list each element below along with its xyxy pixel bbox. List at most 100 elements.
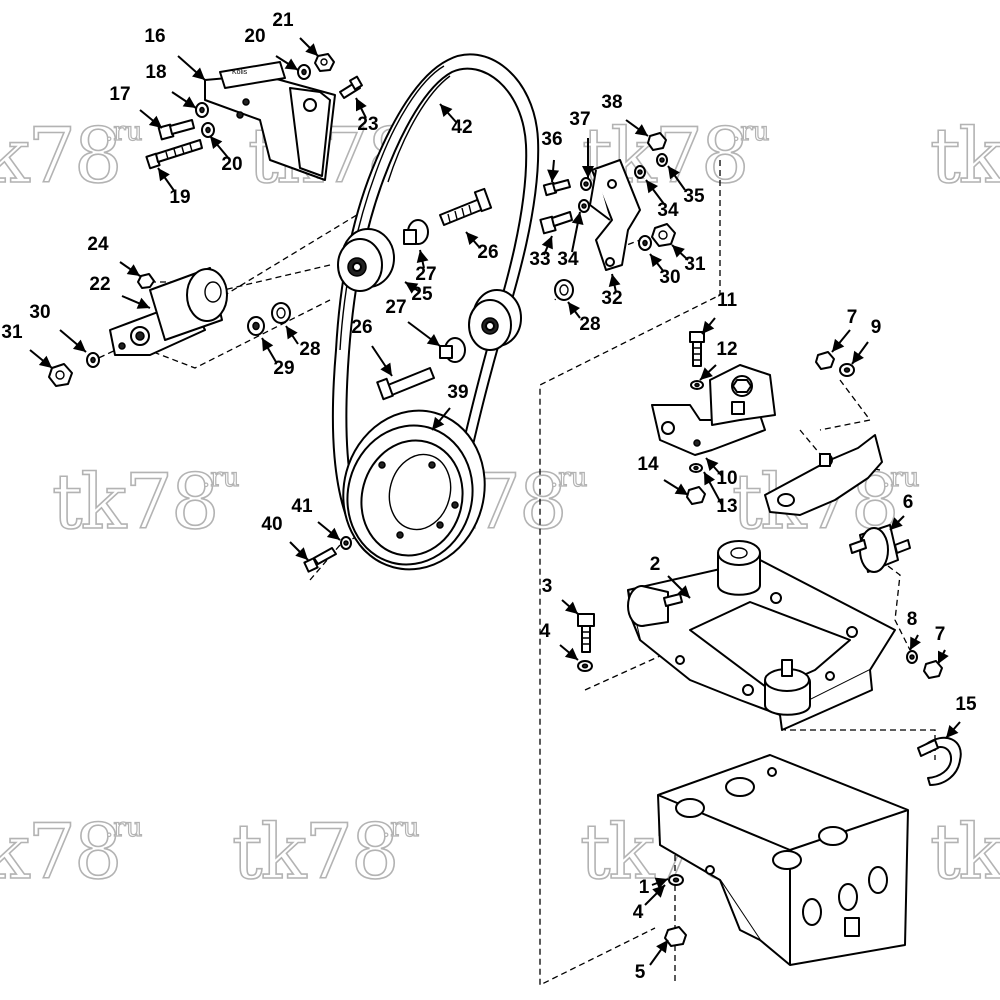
callout-arrowhead <box>571 212 584 225</box>
callout-number: 26 <box>351 317 372 338</box>
callout-number: 28 <box>299 339 320 360</box>
callout-number: 42 <box>451 117 472 138</box>
callout-number: 33 <box>529 249 550 270</box>
nut-7-upper <box>815 351 835 370</box>
callout: 35 <box>667 165 705 207</box>
callout-arrowhead <box>38 355 52 368</box>
callout: 11 <box>701 290 737 335</box>
callout-number: 4 <box>633 902 644 923</box>
callout-number: 1 <box>639 877 650 898</box>
nut-7-lower <box>923 660 943 679</box>
callout: 37 <box>569 109 594 178</box>
tensioner-bracket <box>589 159 641 271</box>
callout-layer: 1234456778910111213141516171819202021222… <box>1 10 977 983</box>
bolt-36 <box>542 179 571 197</box>
callout-arrowhead <box>148 115 162 128</box>
callout-arrowhead <box>672 245 685 258</box>
callout-number: 10 <box>716 468 737 489</box>
callout-arrowhead <box>946 725 959 738</box>
washer-12 <box>690 380 704 390</box>
washer-18 <box>195 102 209 118</box>
bushing-28-left <box>271 302 291 324</box>
callout-number: 9 <box>871 317 882 338</box>
callout-number: 30 <box>29 302 50 323</box>
callout-arrowhead <box>654 877 668 889</box>
callout-arrowhead <box>568 302 580 316</box>
side-mount-bracket <box>764 434 883 516</box>
callout: 36 <box>541 129 563 183</box>
bolt-19 <box>145 139 203 170</box>
callout-number: 35 <box>683 186 705 207</box>
callout-arrowhead <box>582 166 594 178</box>
callout: 4 <box>540 621 579 661</box>
callout-arrowhead <box>547 169 560 182</box>
bolt-3 <box>577 613 595 653</box>
callout-arrowhead <box>608 274 621 288</box>
washer-30-right <box>638 235 652 251</box>
callout-arrowhead <box>634 124 648 136</box>
callout-arrowhead <box>262 338 274 352</box>
callout-number: 34 <box>657 200 679 221</box>
callout: 31 <box>671 244 706 275</box>
callout-arrowhead <box>564 647 578 660</box>
callout-arrowhead <box>426 334 440 346</box>
callout-arrowhead <box>938 650 949 664</box>
callout-number: 20 <box>244 26 265 47</box>
bolt-33 <box>539 211 573 235</box>
nut-31-right <box>651 223 676 247</box>
callout-number: 29 <box>273 358 294 379</box>
callout-arrowhead <box>356 98 367 112</box>
bushing-28-right <box>554 279 574 301</box>
washer-34-right <box>634 165 646 179</box>
callout-number: 31 <box>684 254 706 275</box>
callout: 40 <box>261 514 309 561</box>
bolt-11 <box>689 331 705 367</box>
callout-arrowhead <box>286 326 298 340</box>
washer-29 <box>247 316 265 336</box>
base-plate <box>657 754 909 966</box>
callout-arrowhead <box>210 136 223 150</box>
callout-arrowhead <box>284 58 298 70</box>
nut-38 <box>647 132 667 151</box>
watermark-suffix: .ru <box>550 463 587 493</box>
callout-number: 40 <box>261 514 282 535</box>
idler-bolt-lower <box>376 367 435 401</box>
watermark-suffix: .ru <box>105 813 142 843</box>
callout: 6 <box>889 492 913 531</box>
callout: 34 <box>557 211 584 270</box>
callout-number: 19 <box>169 187 190 208</box>
callout: 39 <box>431 382 469 431</box>
watermark-text: tk78 <box>0 111 120 200</box>
watermark-suffix: .ru <box>382 813 419 843</box>
callout-arrowhead <box>910 636 921 650</box>
callout-arrowhead <box>416 250 429 264</box>
drive-pulley <box>342 409 486 571</box>
motor-frame <box>627 559 896 731</box>
spacer-27-lower <box>439 337 466 363</box>
callout-arrowhead <box>405 282 419 294</box>
callout: 2 <box>650 554 691 599</box>
callout-arrowhead <box>158 168 170 182</box>
washer-8 <box>906 650 918 664</box>
callout-arrowhead <box>700 367 713 380</box>
hose-clip <box>917 736 962 786</box>
callout: 14 <box>637 454 689 496</box>
washer-34-left <box>578 199 590 213</box>
washer-30-left <box>86 352 100 368</box>
washer-20-upper <box>297 64 311 80</box>
bolt-40 <box>303 547 337 573</box>
callout: 10 <box>705 457 738 489</box>
callout: 27 <box>385 297 441 347</box>
callout-number: 39 <box>447 382 468 403</box>
callout: 42 <box>439 103 473 138</box>
callout: 15 <box>945 694 977 739</box>
callout: 24 <box>87 234 141 277</box>
watermark: tk78.ru <box>929 806 1000 897</box>
watermark-text: tk78 <box>930 111 1000 200</box>
idler-pulley-upper <box>337 228 395 292</box>
callout-number: 36 <box>541 129 562 150</box>
callout: 27 <box>415 249 437 285</box>
watermark: tk78.ru <box>0 806 143 897</box>
callout: 20 <box>209 135 243 175</box>
callout-number: 38 <box>601 92 622 113</box>
